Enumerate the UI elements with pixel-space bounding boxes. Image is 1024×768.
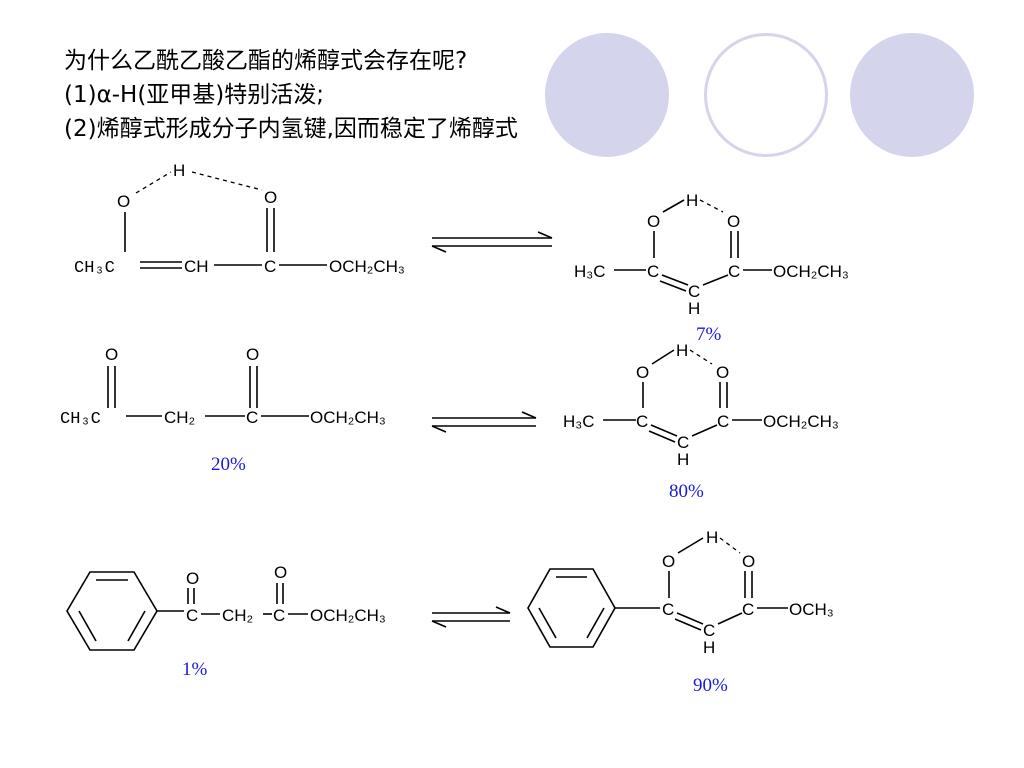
atom-o: O	[662, 552, 675, 571]
decor-circle-1	[545, 33, 669, 157]
atom-c: C	[728, 262, 740, 281]
atom-c: C	[717, 412, 729, 431]
atom-c: C	[647, 262, 659, 281]
atom-o: O	[264, 188, 277, 207]
atom-h: H	[688, 299, 700, 318]
atom-c: C	[703, 621, 715, 640]
decor-circle-2	[704, 33, 828, 157]
atom-ch: CH	[184, 257, 209, 276]
row2-right-structure: H O O H₃C C C C H OCH₂CH₃ 80%	[563, 341, 839, 502]
heading-reason-2: (2)烯醇式形成分子内氢键,因而稳定了烯醇式	[64, 116, 518, 142]
h-bond-dash	[689, 349, 713, 365]
equilibrium-arrow-icon	[431, 411, 537, 433]
row3-right-structure: H O O C C C H OCH₃ 90%	[527, 528, 834, 696]
group-och3: OCH₃	[789, 600, 834, 619]
row1-right-structure: H O O H₃C C C C H OCH₂CH₃ 7%	[574, 191, 849, 345]
decor-circle-3	[850, 33, 974, 157]
atom-o: O	[186, 569, 199, 588]
group-och2ch3: OCH₂CH₃	[310, 606, 386, 625]
percent-label: 80%	[669, 481, 704, 502]
atom-c: C	[662, 600, 674, 619]
atom-c: C	[677, 433, 689, 452]
percent-label: 20%	[211, 454, 246, 475]
atom-o: O	[636, 363, 649, 382]
row3-left-structure: O O C CH₂ C OCH₂CH₃ 1%	[66, 563, 386, 680]
bond-single	[691, 424, 718, 437]
bond-double	[676, 612, 704, 625]
bond-double	[661, 274, 689, 286]
bond-single	[677, 537, 704, 554]
bond-single	[717, 612, 743, 625]
atom-c: C	[688, 282, 700, 301]
atom-ch2: CH₂	[222, 606, 253, 625]
group-och2ch3: OCH₂CH₃	[310, 408, 386, 427]
percent-label: 7%	[696, 324, 722, 345]
h-bond-dash	[699, 199, 724, 213]
atom-ch2: CH₂	[164, 408, 195, 427]
row1-left-structure: H O O CH₃C CH C OCH₂CH₃	[74, 161, 405, 278]
atom-h3c: H₃C	[563, 412, 594, 431]
group-och2ch3: OCH₂CH₃	[773, 262, 849, 281]
atom-c: C	[742, 600, 754, 619]
atom-o: O	[716, 363, 729, 382]
percent-label: 90%	[693, 675, 728, 696]
atom-ch3c: CH₃C	[60, 410, 101, 429]
atom-h: H	[686, 191, 698, 210]
equilibrium-arrow-icon	[431, 231, 553, 253]
group-och2ch3: OCH₂CH₃	[763, 412, 839, 431]
bond-single	[702, 274, 729, 286]
benzene-ring-icon	[66, 571, 158, 651]
atom-c: C	[246, 408, 258, 427]
row2-left-structure: O O CH₃C CH₂ C OCH₂CH₃ 20%	[60, 345, 386, 475]
equilibrium-arrow-icon	[431, 606, 511, 628]
atom-o: O	[274, 563, 287, 582]
h-bond-dash	[135, 171, 172, 194]
atom-h: H	[677, 450, 689, 469]
heading-block: 为什么乙酰乙酸乙酯的烯醇式会存在呢? (1)α-H(亚甲基)特别活泼; (2)烯…	[64, 44, 518, 146]
atom-ch3c: CH₃C	[74, 259, 115, 278]
h-bond-dash	[719, 537, 741, 554]
atom-o: O	[117, 192, 130, 211]
atom-o: O	[246, 345, 259, 364]
atom-c: C	[636, 412, 648, 431]
atom-h: H	[676, 341, 688, 360]
bond-double	[648, 430, 676, 443]
atom-c: C	[186, 606, 198, 625]
bond-single	[662, 199, 685, 213]
atom-h: H	[703, 638, 715, 657]
benzene-ring-icon	[527, 568, 616, 648]
atom-c: C	[273, 606, 285, 625]
h-bond-dash	[191, 171, 263, 191]
bond-single	[651, 349, 675, 365]
atom-h: H	[173, 161, 185, 180]
atom-o: O	[742, 552, 755, 571]
atom-c: C	[264, 257, 276, 276]
atom-o: O	[105, 345, 118, 364]
group-och2ch3: OCH₂CH₃	[329, 257, 405, 276]
heading-question: 为什么乙酰乙酸乙酯的烯醇式会存在呢?	[64, 48, 468, 74]
bond-double	[674, 618, 702, 631]
atom-o: O	[727, 212, 740, 231]
atom-h: H	[706, 528, 718, 547]
atom-o: O	[647, 212, 660, 231]
bond-double	[650, 424, 678, 437]
heading-reason-1: (1)α-H(亚甲基)特别活泼;	[64, 82, 325, 108]
bond-double	[659, 280, 687, 292]
percent-label: 1%	[182, 659, 208, 680]
atom-h3c: H₃C	[574, 262, 605, 281]
